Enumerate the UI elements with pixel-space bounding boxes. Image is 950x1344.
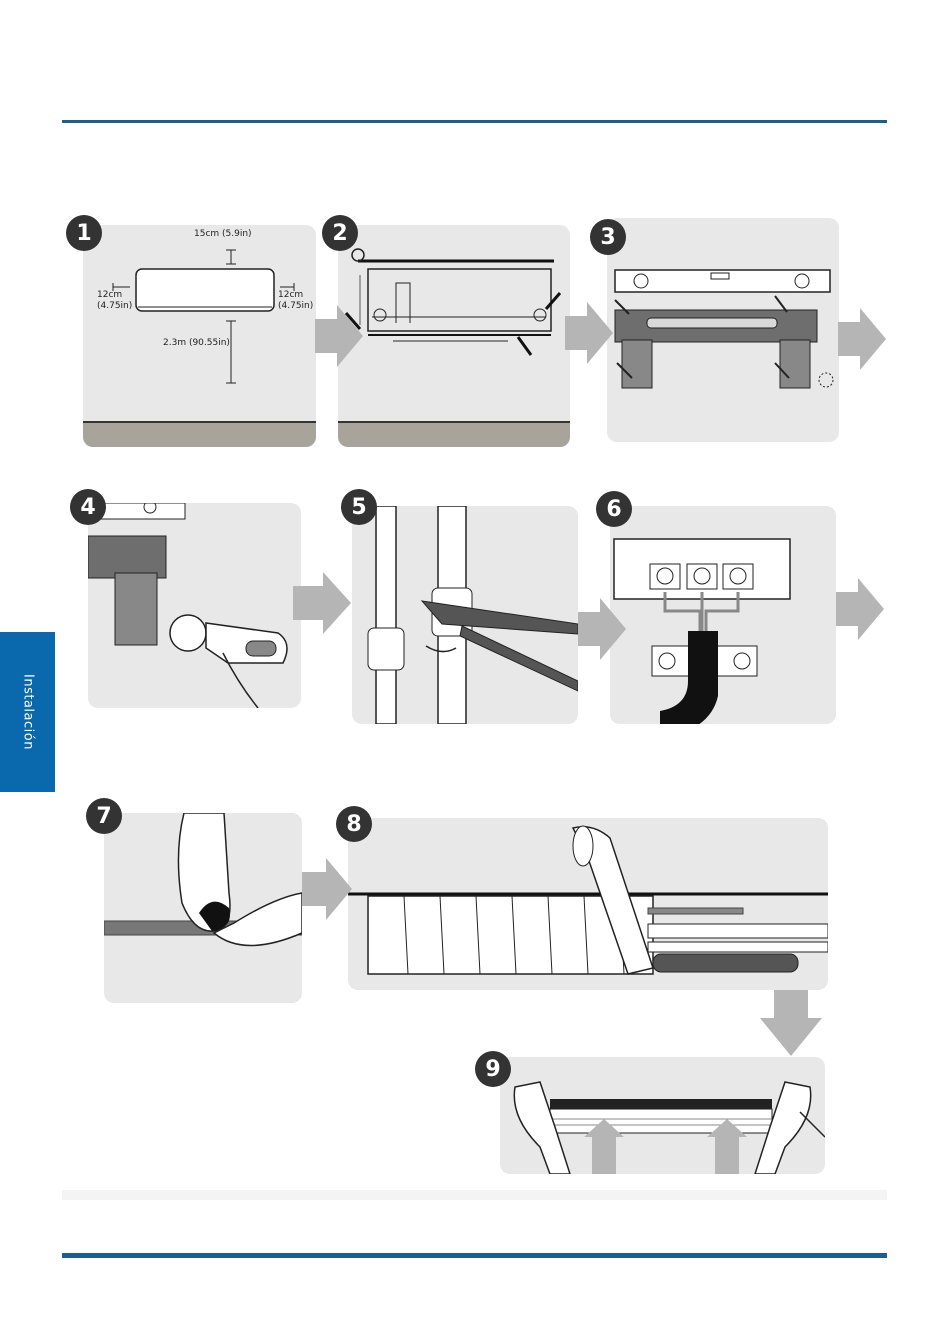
step-6-badge: 6 — [596, 491, 632, 527]
step-6-panel — [610, 506, 836, 724]
floor-clearance-label: 2.3m (90.55in) — [163, 338, 230, 348]
arrow-2-to-3 — [565, 302, 615, 364]
step-5-panel — [352, 506, 578, 724]
arrow-4-to-5 — [293, 572, 353, 634]
right-clearance-label: 12cm — [278, 290, 303, 300]
arrow-3-to-4 — [838, 308, 888, 370]
step-5-badge: 5 — [341, 489, 377, 525]
step-6-illustration — [610, 506, 836, 724]
step-1-illustration — [83, 225, 316, 447]
section-tab[interactable]: Instalación — [0, 632, 55, 792]
top-clearance-label: 15cm (5.9in) — [194, 229, 252, 239]
arrow-6-to-7 — [836, 578, 886, 640]
step-3-panel — [607, 218, 839, 442]
step-4-panel — [88, 503, 301, 708]
step-9-badge: 9 — [475, 1051, 511, 1087]
step-7-badge: 7 — [86, 798, 122, 834]
step-2-illustration — [338, 225, 570, 447]
step-3-badge: 3 — [590, 219, 626, 255]
step-5-illustration — [352, 506, 578, 724]
step-8-panel — [348, 818, 828, 990]
step-4-badge: 4 — [70, 489, 106, 525]
header-rule — [62, 120, 887, 123]
section-tab-label: Instalación — [20, 674, 35, 750]
arrow-7-to-8 — [302, 858, 354, 920]
step-1-badge: 1 — [66, 215, 102, 251]
arrow-5-to-6 — [578, 598, 628, 660]
step-2-badge: 2 — [322, 215, 358, 251]
step-8-badge: 8 — [336, 806, 372, 842]
left-clearance-label: 12cm — [97, 290, 122, 300]
footer-band — [62, 1190, 887, 1200]
arrow-1-to-2 — [315, 305, 365, 367]
footer-rule — [62, 1253, 887, 1258]
step-2-panel — [338, 225, 570, 447]
step-7-illustration — [104, 813, 302, 1003]
step-8-illustration — [348, 818, 828, 990]
step-7-panel — [104, 813, 302, 1003]
arrow-8-to-9 — [760, 990, 822, 1058]
step-4-illustration — [88, 503, 301, 708]
step-3-illustration — [607, 218, 839, 442]
step-1-panel: 15cm (5.9in) 12cm (4.75in) 12cm (4.75in)… — [83, 225, 316, 447]
right-clearance-label-in: (4.75in) — [278, 301, 313, 311]
left-clearance-label-in: (4.75in) — [97, 301, 132, 311]
step-9-panel — [500, 1057, 825, 1174]
step-9-illustration — [500, 1057, 825, 1174]
